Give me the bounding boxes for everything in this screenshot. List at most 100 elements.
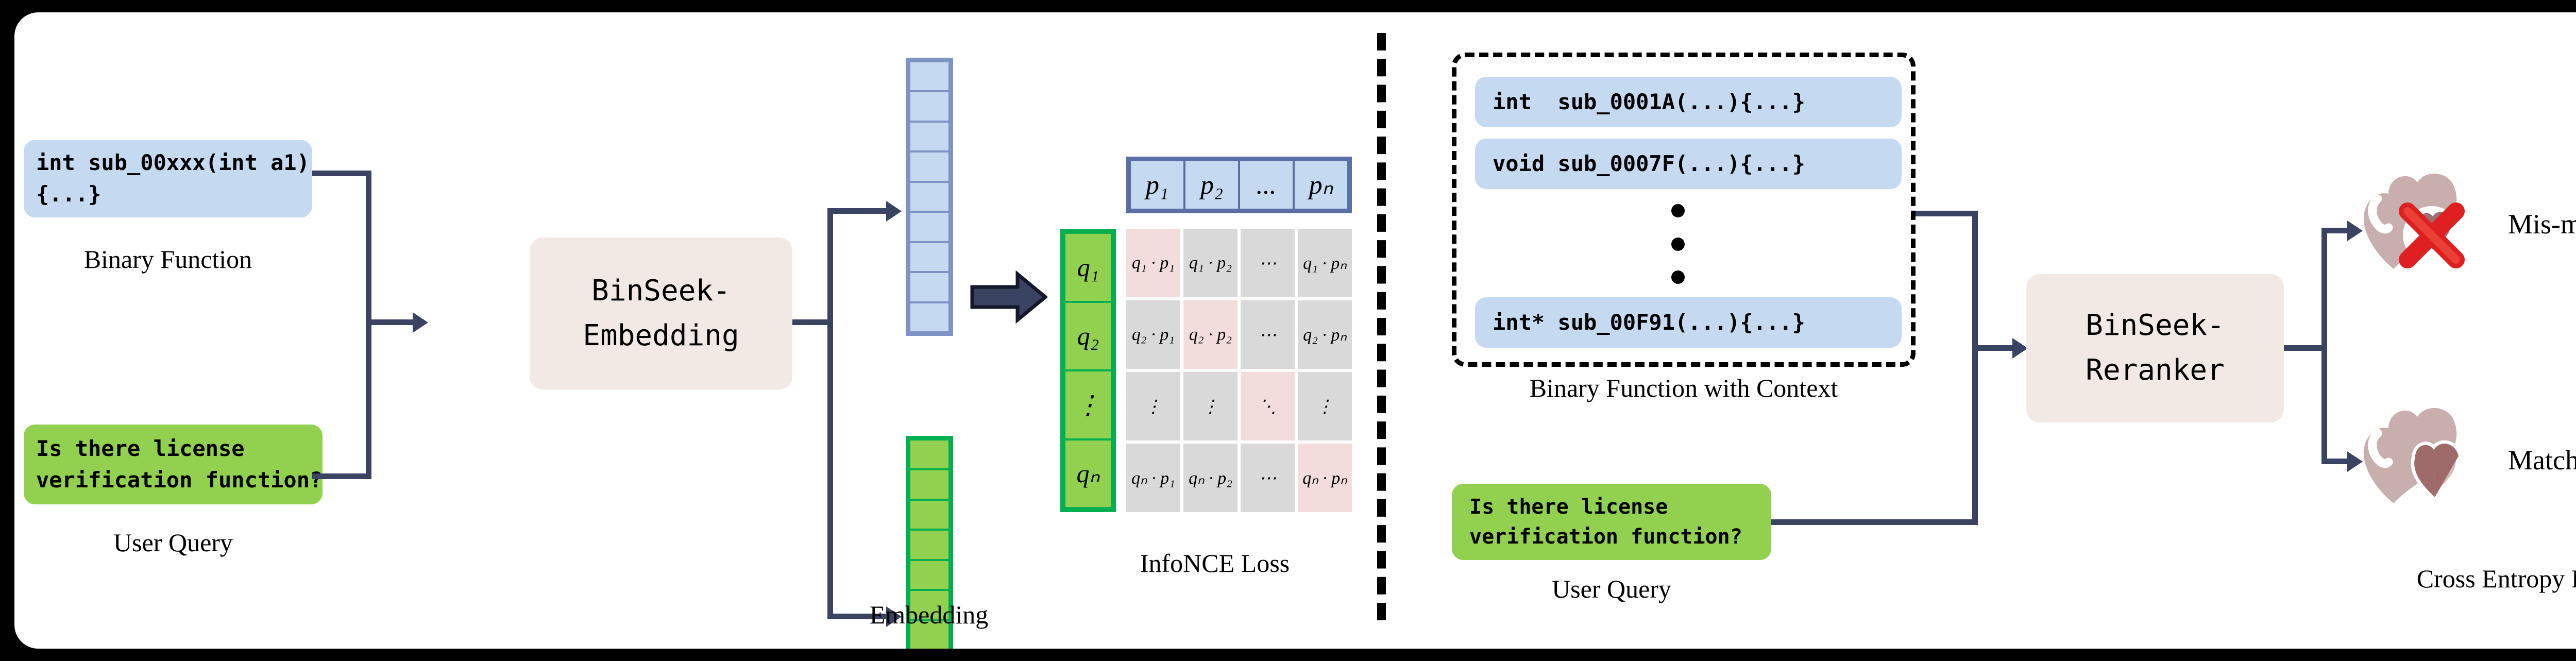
infonce-matrix: p₁ p₂ ... pₙ q₁ q₂ ⋮ qₙ q₁ · p₁ q₁ · p₂ … — [1060, 157, 1354, 512]
embedding-cell — [909, 560, 950, 590]
binary-function-context-box: int sub_0001A(...){...} void sub_0007F(.… — [1452, 53, 1916, 367]
connector-to-query-vector — [827, 614, 888, 619]
matrix-cell: q₁ · p₁ — [1126, 229, 1180, 297]
ellipsis-dot — [1671, 204, 1685, 217]
arrowhead-to-doc-vector — [886, 201, 902, 222]
mismatched-label: Mis-matched — [2508, 209, 2576, 240]
matrix-cell: ⋯ — [1241, 444, 1295, 512]
user-query-left-line-1: Is there license — [36, 435, 245, 461]
connector-context-out — [1916, 211, 1977, 216]
context-ellipsis-dots — [1670, 204, 1686, 284]
embedding-cell — [909, 439, 950, 470]
embedding-cell — [909, 469, 950, 500]
binseek-embedding-line-1: BinSeek- — [591, 274, 731, 308]
matrix-cell: q₂ · p₂ — [1183, 300, 1238, 369]
user-query-caption-right: User Query — [1552, 574, 1671, 603]
matrix-col-header: p₁ — [1130, 160, 1184, 210]
embedding-cell — [909, 91, 950, 122]
connector-split-vertical — [827, 211, 833, 619]
matrix-column-headers: p₁ p₂ ... pₙ — [1126, 157, 1352, 213]
embedding-cell — [909, 530, 950, 560]
embedding-caption: Embedding — [869, 600, 989, 629]
embedding-cell — [909, 620, 950, 649]
matrix-cell: ⋮ — [1183, 372, 1238, 440]
matrix-row-header: ⋮ — [1064, 370, 1112, 439]
matrix-cell: qₙ · p₂ — [1183, 444, 1238, 512]
context-function-2: void sub_0007F(...){...} — [1475, 139, 1902, 189]
matrix-row-header: q₂ — [1064, 301, 1112, 370]
infonce-loss-caption: InfoNCE Loss — [1140, 549, 1290, 578]
connector-output-split-vertical — [2321, 228, 2327, 464]
matrix-cell: q₂ · pₙ — [1298, 300, 1352, 369]
matrix-col-header: pₙ — [1294, 160, 1348, 210]
embedding-cell — [909, 151, 950, 182]
embedding-cell — [909, 181, 950, 212]
matched-puzzle-icon — [2363, 408, 2463, 503]
query-embedding-vector — [906, 436, 953, 649]
document-embedding-vector — [906, 58, 953, 336]
connector-rightquery-out — [1771, 519, 1977, 525]
matrix-cell: q₁ · pₙ — [1298, 229, 1352, 297]
connector-merge-to-model — [366, 319, 415, 325]
matrix-cell: qₙ · p₁ — [1126, 444, 1180, 512]
arrowhead-to-reranker — [2012, 338, 2028, 359]
context-function-3-text: int* sub_00F91(...){...} — [1493, 309, 1805, 335]
binseek-reranker-line-1: BinSeek- — [2086, 309, 2225, 343]
mismatched-puzzle-icon — [2363, 173, 2465, 269]
red-x-icon — [2399, 202, 2465, 268]
connector-to-mismatched — [2321, 228, 2350, 233]
binseek-reranker-box[interactable]: BinSeek- Reranker — [2026, 274, 2284, 422]
embedding-cell — [909, 212, 950, 242]
context-function-3: int* sub_00F91(...){...} — [1475, 297, 1902, 348]
binary-function-caption: Binary Function — [83, 245, 252, 274]
user-query-bubble-right: Is there license verification function? — [1452, 484, 1771, 560]
binseek-embedding-line-2: Embedding — [583, 318, 739, 352]
context-function-2-text: void sub_0007F(...){...} — [1493, 150, 1805, 176]
matrix-cell: ⋯ — [1241, 229, 1295, 297]
arrowhead-to-mismatched — [2347, 221, 2363, 241]
cross-entropy-loss-caption: Cross Entropy Loss — [2416, 564, 2576, 593]
ellipsis-dot — [1671, 270, 1685, 284]
embedding-cell — [909, 499, 950, 530]
matrix-cell: q₂ · p₁ — [1126, 300, 1180, 369]
connector-merge-to-reranker — [1972, 345, 2014, 351]
connector-to-matched — [2321, 459, 2350, 464]
binary-function-context-caption: Binary Function with Context — [1529, 374, 1838, 402]
matrix-cell: ⋮ — [1126, 372, 1180, 440]
binary-function-line-2: {...} — [36, 181, 101, 207]
embedding-cell — [909, 242, 950, 273]
connector-right-merge-vertical — [1972, 211, 1978, 525]
matrix-cell: qₙ · pₙ — [1298, 444, 1352, 512]
context-function-1-text: int sub_0001A(...){...} — [1493, 89, 1805, 114]
user-query-right-line-2: verification function? — [1469, 525, 1742, 549]
matrix-col-header: p₂ — [1184, 160, 1239, 210]
matrix-col-header: ... — [1239, 160, 1294, 210]
matrix-cell: ⋮ — [1298, 372, 1352, 440]
binary-function-bubble: int sub_00xxx(int a1) {...} — [24, 140, 312, 217]
matrix-row-header: q₁ — [1064, 233, 1112, 302]
connector-binfn-out — [312, 171, 371, 176]
matrix-row-header: qₙ — [1064, 439, 1112, 508]
connector-model-out — [792, 319, 833, 325]
block-arrow-to-loss — [970, 270, 1047, 324]
embedding-cell — [909, 121, 950, 152]
embedding-cell — [909, 61, 950, 92]
embedding-cell — [909, 302, 950, 332]
matrix-cell: q₁ · p₂ — [1183, 229, 1238, 297]
matrix-cell: ⋱ — [1241, 372, 1295, 440]
embedding-cell — [909, 590, 950, 620]
arrowhead-to-embedding-model — [413, 312, 428, 333]
binary-function-line-1: int sub_00xxx(int a1) — [36, 150, 310, 176]
user-query-left-line-2: verification function? — [36, 467, 323, 493]
binseek-embedding-box[interactable]: BinSeek- Embedding — [530, 238, 792, 389]
connector-to-doc-vector — [827, 208, 888, 214]
user-query-caption-left: User Query — [113, 528, 233, 557]
user-query-right-line-1: Is there license — [1469, 495, 1668, 519]
arrowhead-to-query-vector — [886, 606, 902, 627]
matrix-cell: ⋯ — [1241, 300, 1295, 369]
binseek-reranker-line-2: Reranker — [2086, 353, 2225, 387]
stage-divider — [1377, 33, 1386, 620]
context-function-1: int sub_0001A(...){...} — [1475, 77, 1902, 127]
matrix-row-headers: q₁ q₂ ⋮ qₙ — [1060, 229, 1116, 512]
connector-reranker-out — [2284, 345, 2325, 351]
